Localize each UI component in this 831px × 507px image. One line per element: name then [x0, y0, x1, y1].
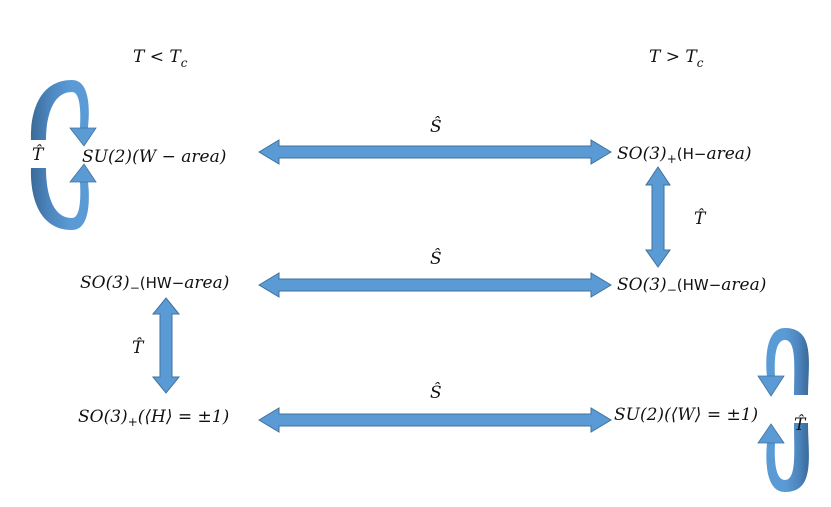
node-so3-plus-h-area: SO(3)+(H−area)	[617, 144, 752, 166]
s-arrow-top	[258, 139, 612, 165]
t-arrow-left-vertical	[151, 297, 181, 394]
t-operator-loop-right: T̂	[794, 415, 807, 435]
s-arrow-middle	[258, 272, 612, 298]
t-operator-right-vertical: T̂	[694, 209, 707, 229]
s-operator-bottom: Ŝ	[430, 382, 442, 403]
s-operator-top: Ŝ	[430, 116, 442, 137]
s-arrow-bottom	[258, 407, 612, 433]
t-loop-left	[30, 80, 97, 230]
t-arrow-right-vertical	[645, 166, 671, 268]
s-operator-middle: Ŝ	[430, 248, 442, 269]
node-su2-w-area: SU(2)(W − area)	[82, 147, 226, 167]
header-high-temperature: T > Tc	[649, 47, 704, 70]
node-so3-minus-hw-area-left: SO(3)−(HW−area)	[80, 273, 229, 295]
node-so3-minus-hw-area-right: SO(3)−(HW−area)	[617, 275, 766, 297]
header-low-temperature: T < Tc	[133, 47, 188, 70]
t-operator-loop-left: T̂	[32, 145, 45, 165]
t-loop-right	[757, 328, 809, 492]
node-su2-w-expectation: SU(2)(⟨W⟩ = ±1)	[614, 405, 758, 425]
node-so3-plus-h-expectation: SO(3)+(⟨H⟩ = ±1)	[78, 407, 229, 429]
t-operator-left-vertical: T̂	[132, 338, 145, 358]
